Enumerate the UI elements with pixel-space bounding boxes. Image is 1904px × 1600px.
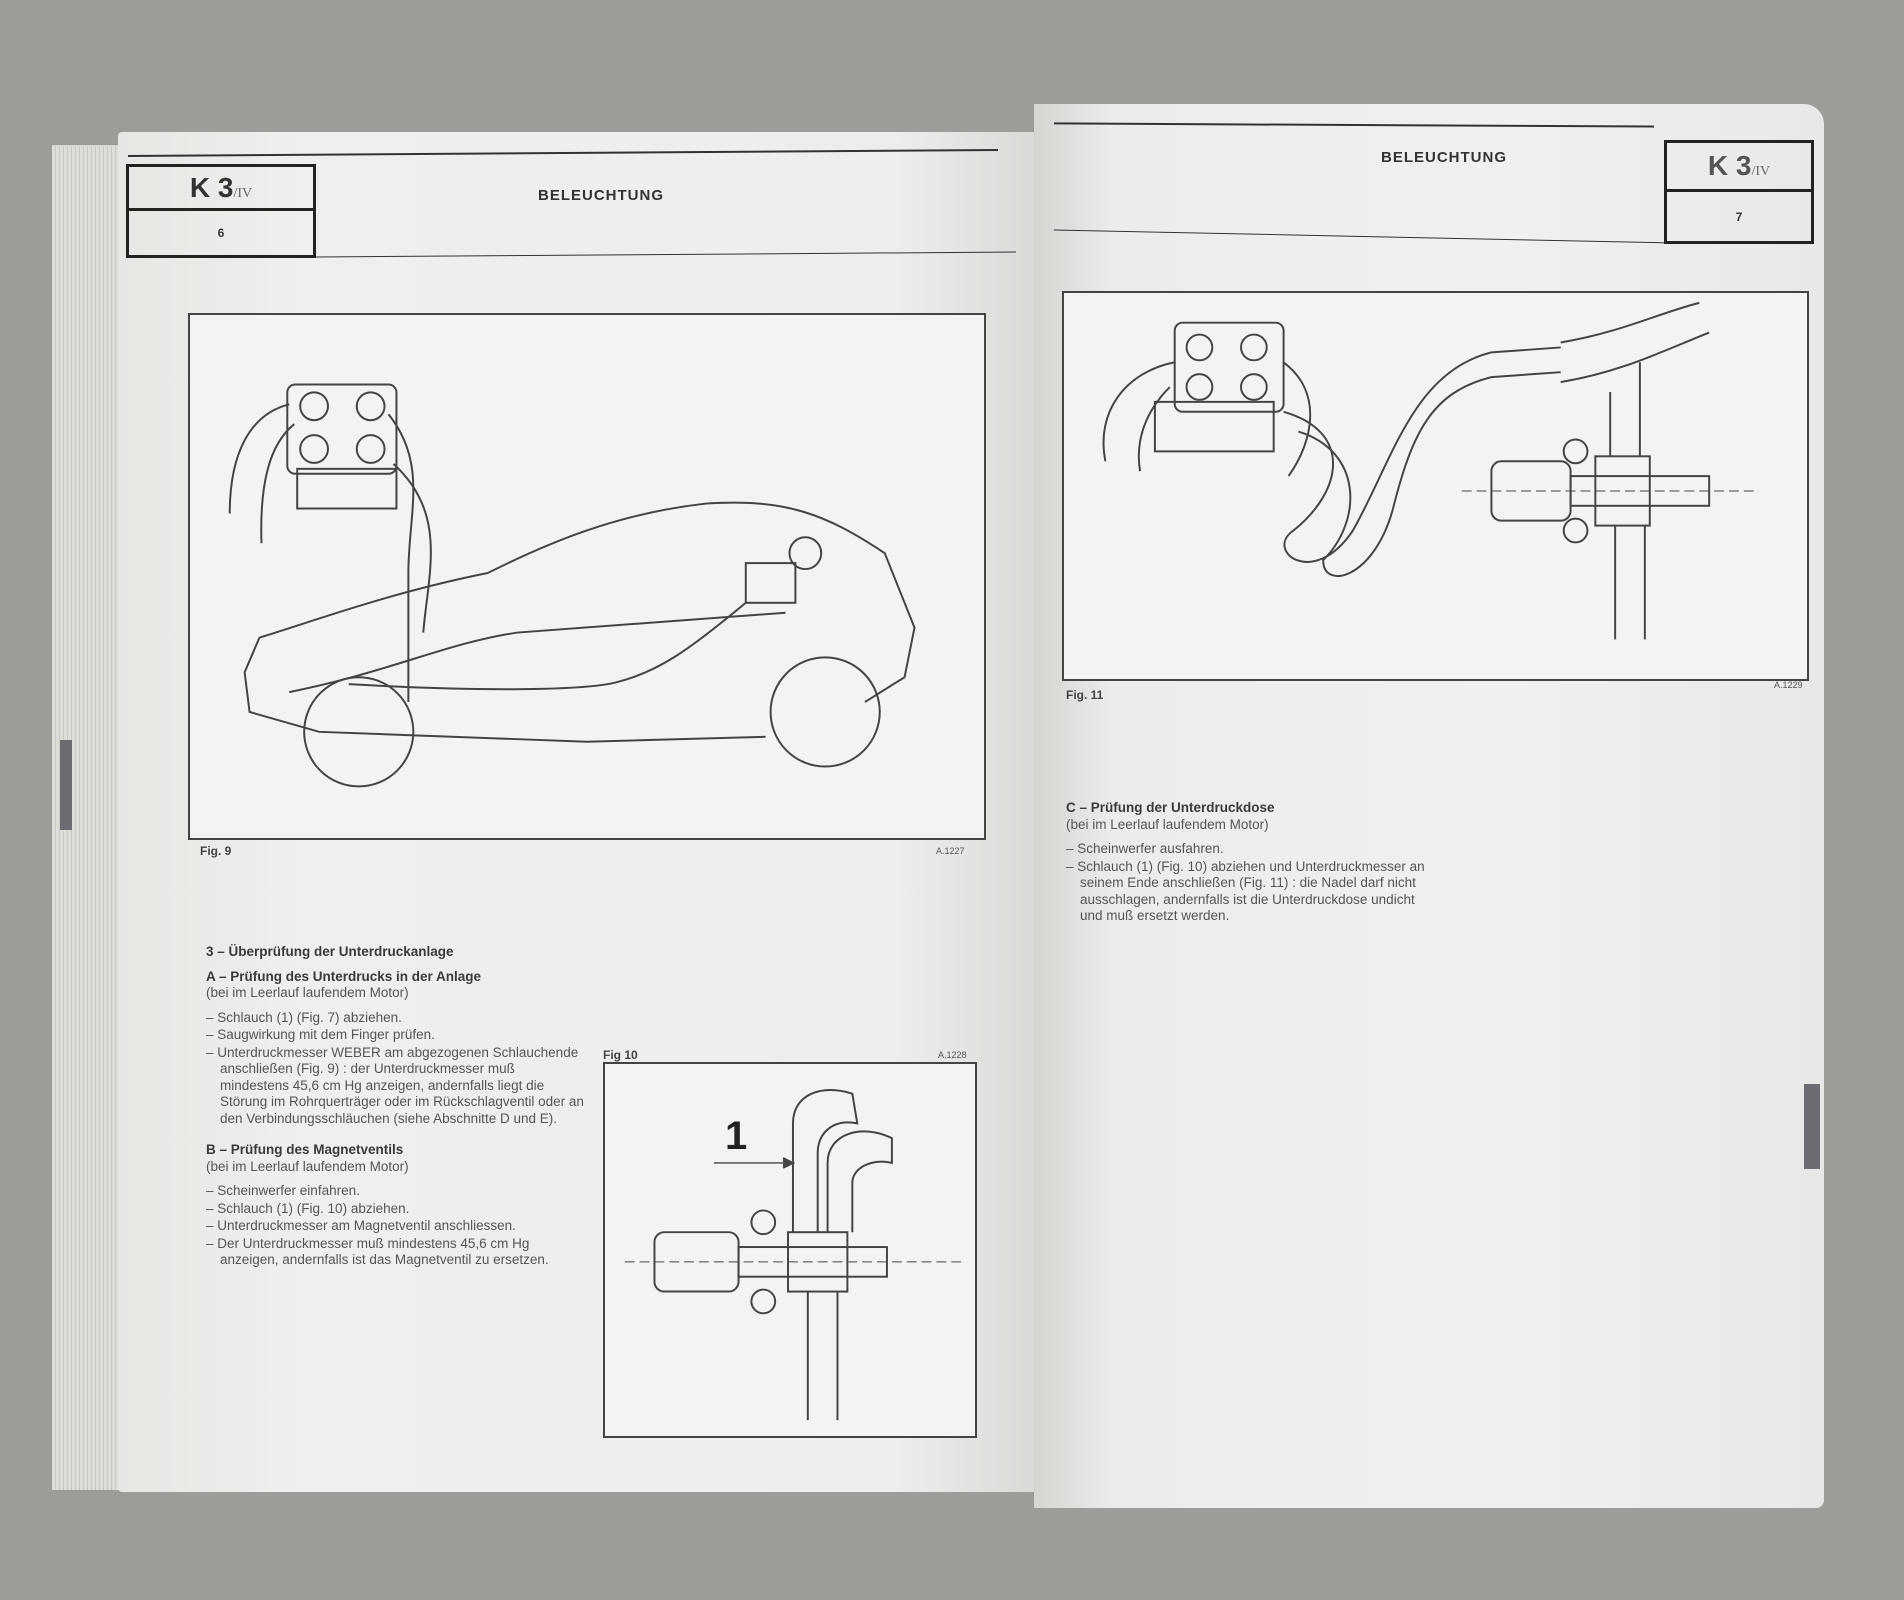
step: Scheinwerfer ausfahren.	[1066, 841, 1436, 858]
step: Saugwirkung mit dem Finger prüfen.	[206, 1027, 586, 1044]
section-a-steps: Schlauch (1) (Fig. 7) abziehen. Saugwirk…	[206, 1010, 586, 1128]
left-page: K 3/IV 6 BELEUCHTUNG Fig. 9 A.1227 3 – Ü…	[118, 132, 1036, 1492]
figure-10: 1	[603, 1062, 977, 1438]
header-rule	[128, 148, 998, 158]
vacuum-gauge-car-illustration	[228, 383, 916, 788]
page-title: BELEUCHTUNG	[1381, 149, 1507, 166]
step: Schlauch (1) (Fig. 7) abziehen.	[206, 1010, 586, 1027]
section-b-heading: B – Prüfung des Magnetventils	[206, 1142, 404, 1157]
step: Unterdruckmesser WEBER am abgezogenen Sc…	[206, 1045, 586, 1128]
section-c-heading: C – Prüfung der Unterdruckdose	[1066, 800, 1275, 815]
callout-label: 1	[725, 1114, 748, 1158]
figure-9	[188, 313, 986, 840]
section-code-box: K 3/IV 6	[126, 164, 316, 258]
instructions-left: 3 – Überprüfung der Unterdruckanlage A –…	[206, 944, 586, 1270]
solenoid-valve-illustration	[624, 1089, 962, 1421]
index-tab	[60, 740, 72, 830]
page-number: 7	[1735, 209, 1743, 224]
figure-10-caption: Fig 10	[603, 1048, 638, 1062]
figure-11-caption: Fig. 11	[1066, 688, 1104, 702]
section-b-steps: Scheinwerfer einfahren. Schlauch (1) (Fi…	[206, 1183, 586, 1269]
step: Scheinwerfer einfahren.	[206, 1183, 586, 1200]
section-c-steps: Scheinwerfer ausfahren. Schlauch (1) (Fi…	[1066, 841, 1436, 925]
page-number: 6	[217, 226, 225, 240]
figure-11	[1062, 291, 1809, 681]
section-b-condition: (bei im Leerlauf laufendem Motor)	[206, 1158, 409, 1174]
section-a-heading: A – Prüfung des Unterdrucks in der Anlag…	[206, 968, 482, 984]
figure-11-ref: A.1229	[1774, 680, 1803, 690]
figure-9-caption: Fig. 9	[200, 844, 232, 858]
instructions-right: C – Prüfung der Unterdruckdose (bei im L…	[1066, 800, 1436, 926]
step: Der Unterdruckmesser muß mindestens 45,6…	[206, 1236, 586, 1269]
section-code: K 3/IV	[1707, 150, 1771, 181]
section-heading: 3 – Überprüfung der Unterdruckanlage	[206, 944, 454, 959]
header-rule	[1053, 122, 1655, 128]
figure-10-ref: A.1228	[938, 1050, 967, 1060]
index-tab	[1804, 1084, 1820, 1169]
vacuum-capsule-illustration	[1102, 301, 1759, 640]
section-code-box: K 3/IV 7	[1664, 140, 1814, 244]
section-c-condition: (bei im Leerlauf laufendem Motor)	[1066, 816, 1269, 832]
page-title: BELEUCHTUNG	[538, 187, 664, 204]
figure-9-ref: A.1227	[936, 846, 965, 856]
step: Schlauch (1) (Fig. 10) abziehen und Unte…	[1066, 859, 1436, 925]
right-page: BELEUCHTUNG K 3/IV 7 Fig. 11 A.1229 C – …	[1034, 104, 1824, 1508]
header-rule	[1054, 229, 1674, 244]
step: Unterdruckmesser am Magnetventil anschli…	[206, 1218, 586, 1235]
step: Schlauch (1) (Fig. 10) abziehen.	[206, 1201, 586, 1218]
section-code: K 3/IV	[189, 171, 253, 203]
section-a-condition: (bei im Leerlauf laufendem Motor)	[206, 985, 409, 1000]
header-rule	[316, 251, 1016, 258]
